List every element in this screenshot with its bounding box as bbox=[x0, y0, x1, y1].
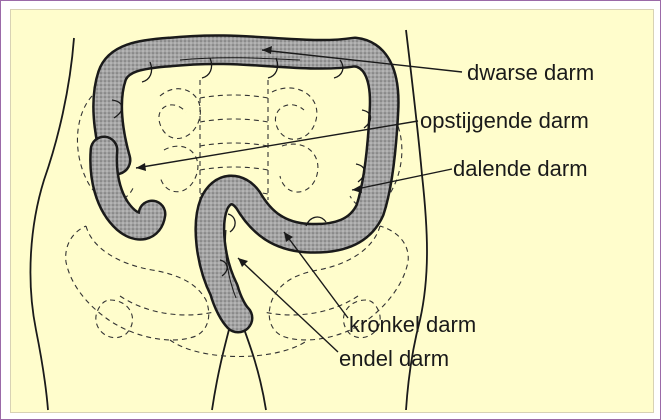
leg-divider-left bbox=[212, 318, 232, 410]
label-descending-colon: dalende darm bbox=[453, 156, 588, 181]
label-rectum: endel darm bbox=[339, 346, 449, 371]
label-sigmoid-colon: kronkel darm bbox=[349, 312, 476, 337]
label-ascending-colon: opstijgende darm bbox=[420, 108, 589, 133]
colon bbox=[104, 50, 385, 318]
label-transverse-colon: dwarse darm bbox=[467, 60, 594, 85]
body-left-edge bbox=[30, 38, 74, 410]
hip-socket-left bbox=[96, 300, 133, 338]
left-pelvis-outline bbox=[66, 226, 209, 340]
arrow-ascending bbox=[136, 163, 146, 171]
